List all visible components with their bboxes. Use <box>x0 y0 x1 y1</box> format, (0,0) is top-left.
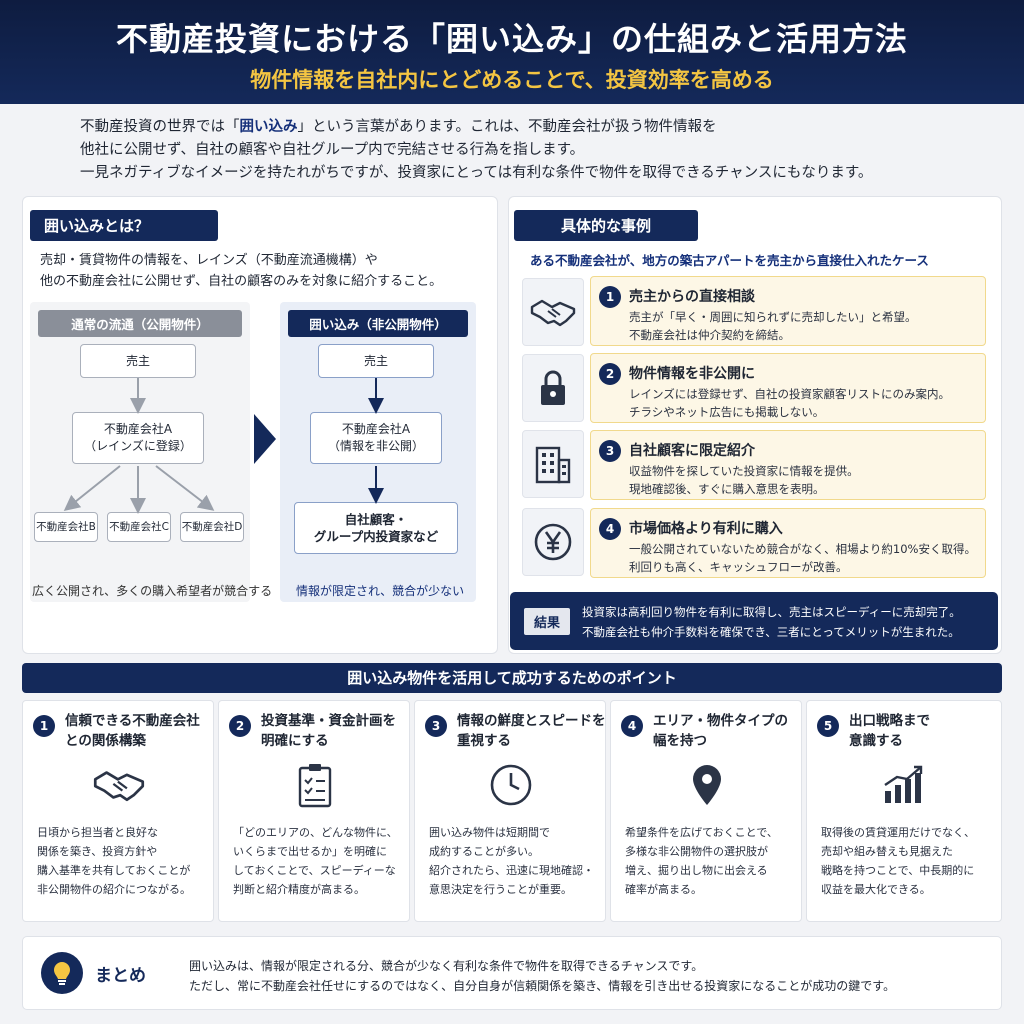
case-step-2: 2 物件情報を非公開に レインズには登録せず、自社の投資家顧客リストにのみ案内。… <box>590 353 986 423</box>
handshake-icon <box>530 299 576 327</box>
points-title: 囲い込み物件を活用して成功するためのポイント <box>22 663 1002 693</box>
building-icon <box>535 446 571 484</box>
case-icon-3 <box>522 430 584 498</box>
closed-flow-head: 囲い込み（非公開物件） <box>288 310 468 337</box>
checklist-icon <box>298 764 332 808</box>
case-step-4: 4 市場価格より有利に購入 一般公開されていないため競合がなく、相場より約10%… <box>590 508 986 578</box>
normal-agent-b-node: 不動産会社B <box>34 512 98 542</box>
summary-box: まとめ 囲い込みは、情報が限定される分、競合が少なく有利な条件で物件を取得できる… <box>22 936 1002 1010</box>
summary-label: まとめ <box>95 966 146 986</box>
yen-icon <box>534 523 572 561</box>
clock-icon <box>490 764 532 806</box>
handshake-icon <box>93 771 145 802</box>
intro-line-3: 一見ネガティブなイメージを持たれがちですが、投資家にとっては有利な条件で物件を取… <box>80 165 873 181</box>
normal-flow-head: 通常の流通（公開物件） <box>38 310 242 337</box>
normal-flow-note: 広く公開され、多くの購入希望者が競合する <box>32 584 273 598</box>
definition-text: 売却・賃貸物件の情報を、レインズ（不動産流通機構）や 他の不動産会社に公開せず、… <box>40 253 443 289</box>
case-icon-1 <box>522 278 584 346</box>
intro-line-1: 不動産投資の世界では「囲い込み」という言葉があります。これは、不動産会社が扱う物… <box>80 119 717 135</box>
case-result: 結果 投資家は高利回り物件を有利に取得し、売主はスピーディーに売却完了。 不動産… <box>510 592 998 650</box>
page-title: 不動産投資における「囲い込み」の仕組みと活用方法 <box>115 20 908 58</box>
normal-seller-node: 売主 <box>80 344 196 378</box>
point-card-4: 4 エリア・物件タイプの幅を持つ 希望条件を広げておくことで、多様な非公開物件の… <box>610 700 802 922</box>
definition-tag: 囲い込みとは？ <box>30 210 218 241</box>
closed-flow-note: 情報が限定され、競合が少ない <box>296 584 465 598</box>
result-badge: 結果 <box>524 608 571 635</box>
closed-client-node: 自社顧客・グループ内投資家など <box>294 502 458 554</box>
case-step-3: 3 自社顧客に限定紹介 収益物件を探していた投資家に情報を提供。 現地確認後、す… <box>590 430 986 500</box>
intro-text: 不動産投資の世界では「囲い込み」という言葉があります。これは、不動産会社が扱う物… <box>80 116 980 185</box>
page-subtitle: 物件情報を自社内にとどめることで、投資効率を高める <box>250 68 774 92</box>
case-step-1: 1 売主からの直接相談 売主が「早く・周囲に知られずに売却したい」と希望。 不動… <box>590 276 986 346</box>
point-card-2: 2 投資基準・資金計画を明確にする 「どのエリアの、どんな物件に、いくらまで出せ… <box>218 700 410 922</box>
closed-agent-node: 不動産会社A（情報を非公開） <box>310 412 442 464</box>
point-card-5: 5 出口戦略まで意識する 取得後の賃貸運用だけでなく、売却や組み替えも見据えた戦… <box>806 700 1002 922</box>
case-icon-2 <box>522 354 584 422</box>
case-icon-4 <box>522 508 584 576</box>
point-card-3: 3 情報の鮮度とスピードを重視する 囲い込み物件は短期間で成約することが多い。紹… <box>414 700 606 922</box>
chevron-right-icon <box>254 414 276 464</box>
closed-seller-node: 売主 <box>318 344 434 378</box>
case-subtitle: ある不動産会社が、地方の築古アパートを売主から直接仕入れたケース <box>530 253 929 268</box>
location-pin-icon <box>693 765 721 805</box>
case-tag: 具体的な事例 <box>514 210 698 241</box>
intro-line-2: 他社に公開せず、自社の顧客や自社グループ内で完結させる行為を指します。 <box>80 142 585 158</box>
header-banner: 不動産投資における「囲い込み」の仕組みと活用方法 物件情報を自社内にとどめること… <box>0 0 1024 104</box>
lock-icon <box>541 370 565 405</box>
point-card-1: 1 信頼できる不動産会社との関係構築 日頃から担当者と良好な関係を築き、投資方針… <box>22 700 214 922</box>
normal-agent-d-node: 不動産会社D <box>180 512 244 542</box>
normal-agent-node: 不動産会社A（レインズに登録） <box>72 412 204 464</box>
lightbulb-icon <box>41 952 83 994</box>
growth-chart-icon <box>884 765 923 803</box>
